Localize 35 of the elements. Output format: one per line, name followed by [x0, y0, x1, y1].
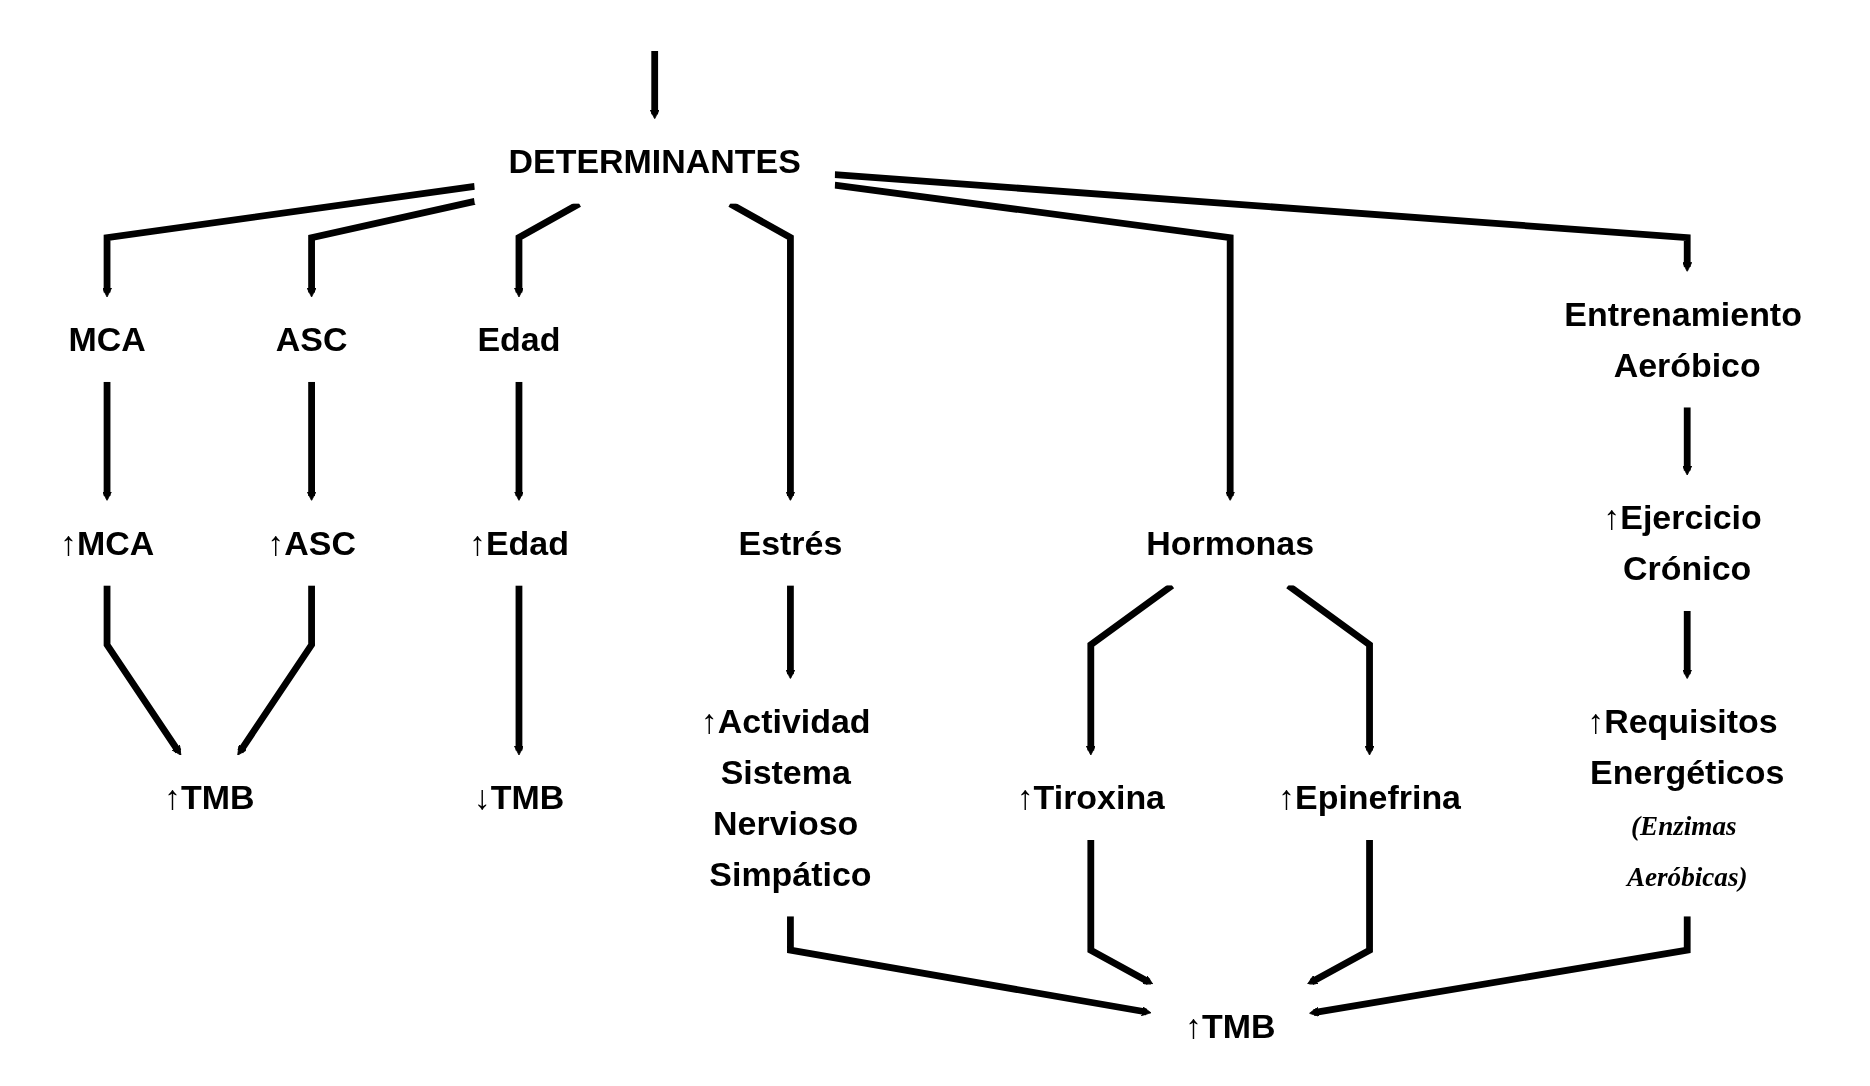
arrow	[787, 916, 1152, 1017]
node-text: ↓TMB	[473, 778, 565, 817]
arrow	[306, 381, 317, 502]
arrow	[1307, 839, 1373, 985]
arrow	[514, 585, 524, 756]
node-text: ↑ASC	[267, 524, 356, 562]
arrow	[102, 381, 112, 502]
node-text: Edad	[477, 320, 561, 359]
node-text: ↑Epinefrina	[1278, 778, 1461, 817]
arrow	[1682, 610, 1693, 680]
arrow	[102, 183, 476, 298]
arrow	[785, 585, 796, 680]
node-text: ↑TMB	[164, 778, 255, 817]
node-text: ↑TMB	[1184, 1007, 1276, 1046]
arrow	[103, 585, 182, 756]
node-text: MCA	[68, 320, 146, 359]
node-text: ↑MCA	[59, 524, 155, 562]
node-text: Entrenamiento Aeróbico	[1564, 295, 1802, 384]
arrow	[834, 171, 1693, 272]
node-text: Hormonas	[1146, 524, 1315, 562]
arrow	[237, 585, 315, 756]
arrow	[1087, 839, 1154, 985]
node-text: ↑Ejercicio Crónico	[1603, 498, 1762, 588]
arrow	[1682, 407, 1693, 476]
node-text: ↑Requisitos Energéticos (Enzimas Aeróbicas)	[1587, 702, 1785, 892]
node-text: Estrés	[738, 524, 843, 562]
node-text: ASC	[275, 320, 348, 359]
arrow	[306, 198, 476, 298]
node-text: ↑Edad	[469, 524, 569, 562]
node-text: ↑Tiroxina	[1016, 778, 1165, 817]
arrow	[834, 181, 1236, 502]
arrow	[514, 381, 524, 502]
node-text: DETERMINANTES	[508, 142, 801, 180]
node-text: ↑Actividad Sistema Nervioso Simpático	[700, 702, 872, 893]
arrow	[1308, 916, 1691, 1017]
